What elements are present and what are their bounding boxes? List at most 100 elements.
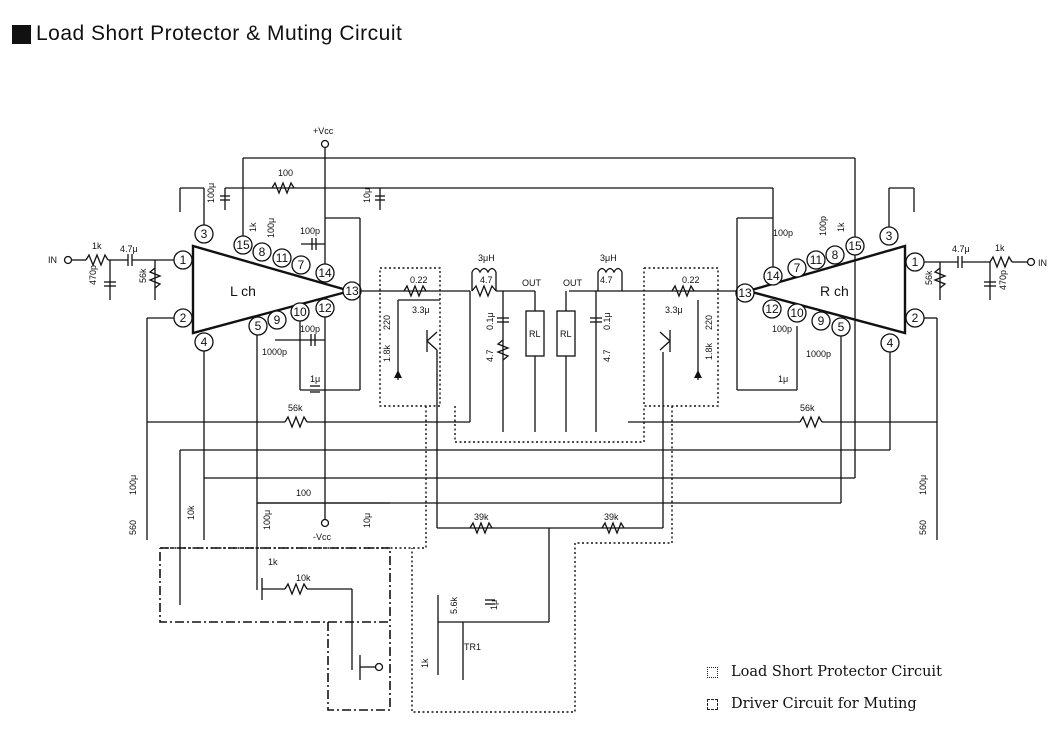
svg-text:100μ: 100μ — [918, 475, 928, 495]
svg-text:100p: 100p — [773, 228, 793, 238]
svg-text:10μ: 10μ — [362, 188, 372, 203]
left-pin-5: 5 — [248, 316, 268, 336]
left-output-stage: 0.22 3μH 4.7 OUT 0.1μ 4.7 RL 220 1.8k — [361, 253, 545, 432]
right-amp-label: R ch — [820, 283, 849, 299]
svg-text:5: 5 — [838, 320, 845, 334]
svg-text:470p: 470p — [998, 270, 1008, 290]
svg-text:1.8k: 1.8k — [704, 342, 714, 360]
left-pin-2: 2 — [173, 308, 193, 328]
muting-driver-transistors: 10k 1k TR1 5.6k 1k 1μ — [261, 557, 499, 680]
svg-text:100: 100 — [296, 488, 311, 498]
svg-text:13: 13 — [345, 284, 359, 298]
right-pin-14: 14 — [763, 266, 783, 286]
left-input-network: IN 1k 4.7μ 470p 56k — [48, 241, 174, 300]
right-amplifier: R ch 1 2 3 4 15 8 11 7 14 13 12 10 9 5 — [735, 226, 925, 353]
svg-text:1μ: 1μ — [489, 600, 499, 610]
svg-text:470p: 470p — [88, 265, 98, 285]
svg-text:100p: 100p — [300, 324, 320, 334]
svg-text:TR1: TR1 — [464, 642, 481, 652]
svg-text:7: 7 — [298, 258, 305, 272]
svg-text:3: 3 — [886, 229, 893, 243]
power-rails — [225, 139, 856, 528]
svg-text:12: 12 — [765, 302, 779, 316]
left-amp-label: L ch — [230, 283, 256, 299]
svg-text:4.7: 4.7 — [480, 275, 493, 285]
svg-text:100μ: 100μ — [206, 183, 216, 203]
right-pin-8: 8 — [825, 245, 845, 265]
svg-text:4.7: 4.7 — [600, 275, 613, 285]
left-pin-14: 14 — [315, 263, 335, 283]
svg-text:220: 220 — [382, 315, 392, 330]
svg-text:4.7: 4.7 — [602, 349, 612, 362]
svg-text:11: 11 — [276, 251, 289, 265]
svg-text:1k: 1k — [836, 222, 846, 232]
svg-text:3.3μ: 3.3μ — [412, 305, 430, 315]
right-compensation: 100p 100p 1000p 1μ 1k 100p — [736, 187, 915, 391]
left-pin-12: 12 — [315, 298, 335, 318]
svg-text:7: 7 — [794, 261, 801, 275]
right-pin-9: 9 — [811, 311, 831, 331]
svg-text:RL: RL — [560, 329, 572, 339]
left-pin-11: 11 — [272, 248, 292, 268]
svg-text:8: 8 — [832, 248, 839, 262]
title-bullet-icon — [12, 24, 31, 44]
svg-text:1.8k: 1.8k — [382, 344, 392, 362]
right-pin-15: 15 — [845, 236, 865, 256]
left-compensation: 100μ 100 10μ 100p 100p 1000p 1μ 1k 100μ — [179, 168, 385, 393]
svg-text:1: 1 — [180, 253, 187, 267]
svg-text:1k: 1k — [420, 658, 430, 668]
right-pin-7: 7 — [787, 258, 807, 278]
svg-text:1000p: 1000p — [262, 347, 287, 357]
muting-driver-boundary — [159, 547, 391, 711]
left-pin-13: 13 — [342, 281, 362, 301]
svg-text:1k: 1k — [248, 222, 258, 232]
svg-text:100μ: 100μ — [128, 475, 138, 495]
svg-text:10: 10 — [790, 306, 804, 320]
svg-text:4.7: 4.7 — [485, 349, 495, 362]
svg-text:3μH: 3μH — [600, 253, 617, 263]
svg-text:3.3μ: 3.3μ — [665, 305, 683, 315]
svg-text:10k: 10k — [296, 573, 311, 583]
load-short-protector-boundary — [160, 267, 719, 713]
right-output-stage: OUT 3μH 4.7 0.22 0.1μ 4.7 RL 3.3μ 220 1.… — [556, 253, 736, 432]
right-input-network: 4.7μ 1k IN 56k 470p — [924, 243, 1047, 300]
svg-text:2: 2 — [180, 311, 187, 325]
dotted-swatch-icon — [707, 666, 718, 678]
left-pin-9: 9 — [267, 310, 287, 330]
svg-text:39k: 39k — [604, 512, 619, 522]
title-row: Load Short Protector & Muting Circuit — [12, 20, 402, 48]
legend-item-load-short: Load Short Protector Circuit — [707, 664, 942, 680]
svg-text:100p: 100p — [772, 324, 792, 334]
left-pin-4: 4 — [194, 332, 214, 352]
svg-text:1k: 1k — [995, 243, 1005, 253]
svg-text:10k: 10k — [186, 505, 196, 520]
svg-text:13: 13 — [738, 286, 752, 300]
legend-label-muting: Driver Circuit for Muting — [731, 696, 917, 712]
svg-text:2: 2 — [912, 311, 919, 325]
svg-text:0.22: 0.22 — [410, 275, 428, 285]
right-pin-10: 10 — [787, 303, 807, 323]
svg-text:5: 5 — [255, 319, 262, 333]
svg-text:10μ: 10μ — [362, 513, 372, 528]
svg-text:1k: 1k — [92, 241, 102, 251]
svg-text:IN: IN — [48, 255, 57, 265]
svg-text:1μ: 1μ — [310, 374, 320, 384]
svg-text:100μ: 100μ — [262, 510, 272, 530]
svg-text:15: 15 — [848, 239, 862, 253]
left-pin-3: 3 — [194, 224, 214, 244]
svg-text:4: 4 — [201, 335, 208, 349]
svg-text:RL: RL — [529, 329, 541, 339]
left-pin-1: 1 — [173, 250, 193, 270]
svg-text:4.7μ: 4.7μ — [952, 244, 970, 254]
svg-text:56k: 56k — [288, 403, 303, 413]
svg-text:0.1μ: 0.1μ — [485, 312, 495, 330]
svg-text:8: 8 — [259, 245, 266, 259]
left-pin-15: 15 — [233, 235, 253, 255]
svg-text:560: 560 — [128, 520, 138, 535]
svg-text:IN: IN — [1038, 258, 1047, 268]
svg-text:100p: 100p — [818, 216, 828, 236]
svg-text:OUT: OUT — [522, 278, 542, 288]
svg-text:0.1μ: 0.1μ — [602, 312, 612, 330]
